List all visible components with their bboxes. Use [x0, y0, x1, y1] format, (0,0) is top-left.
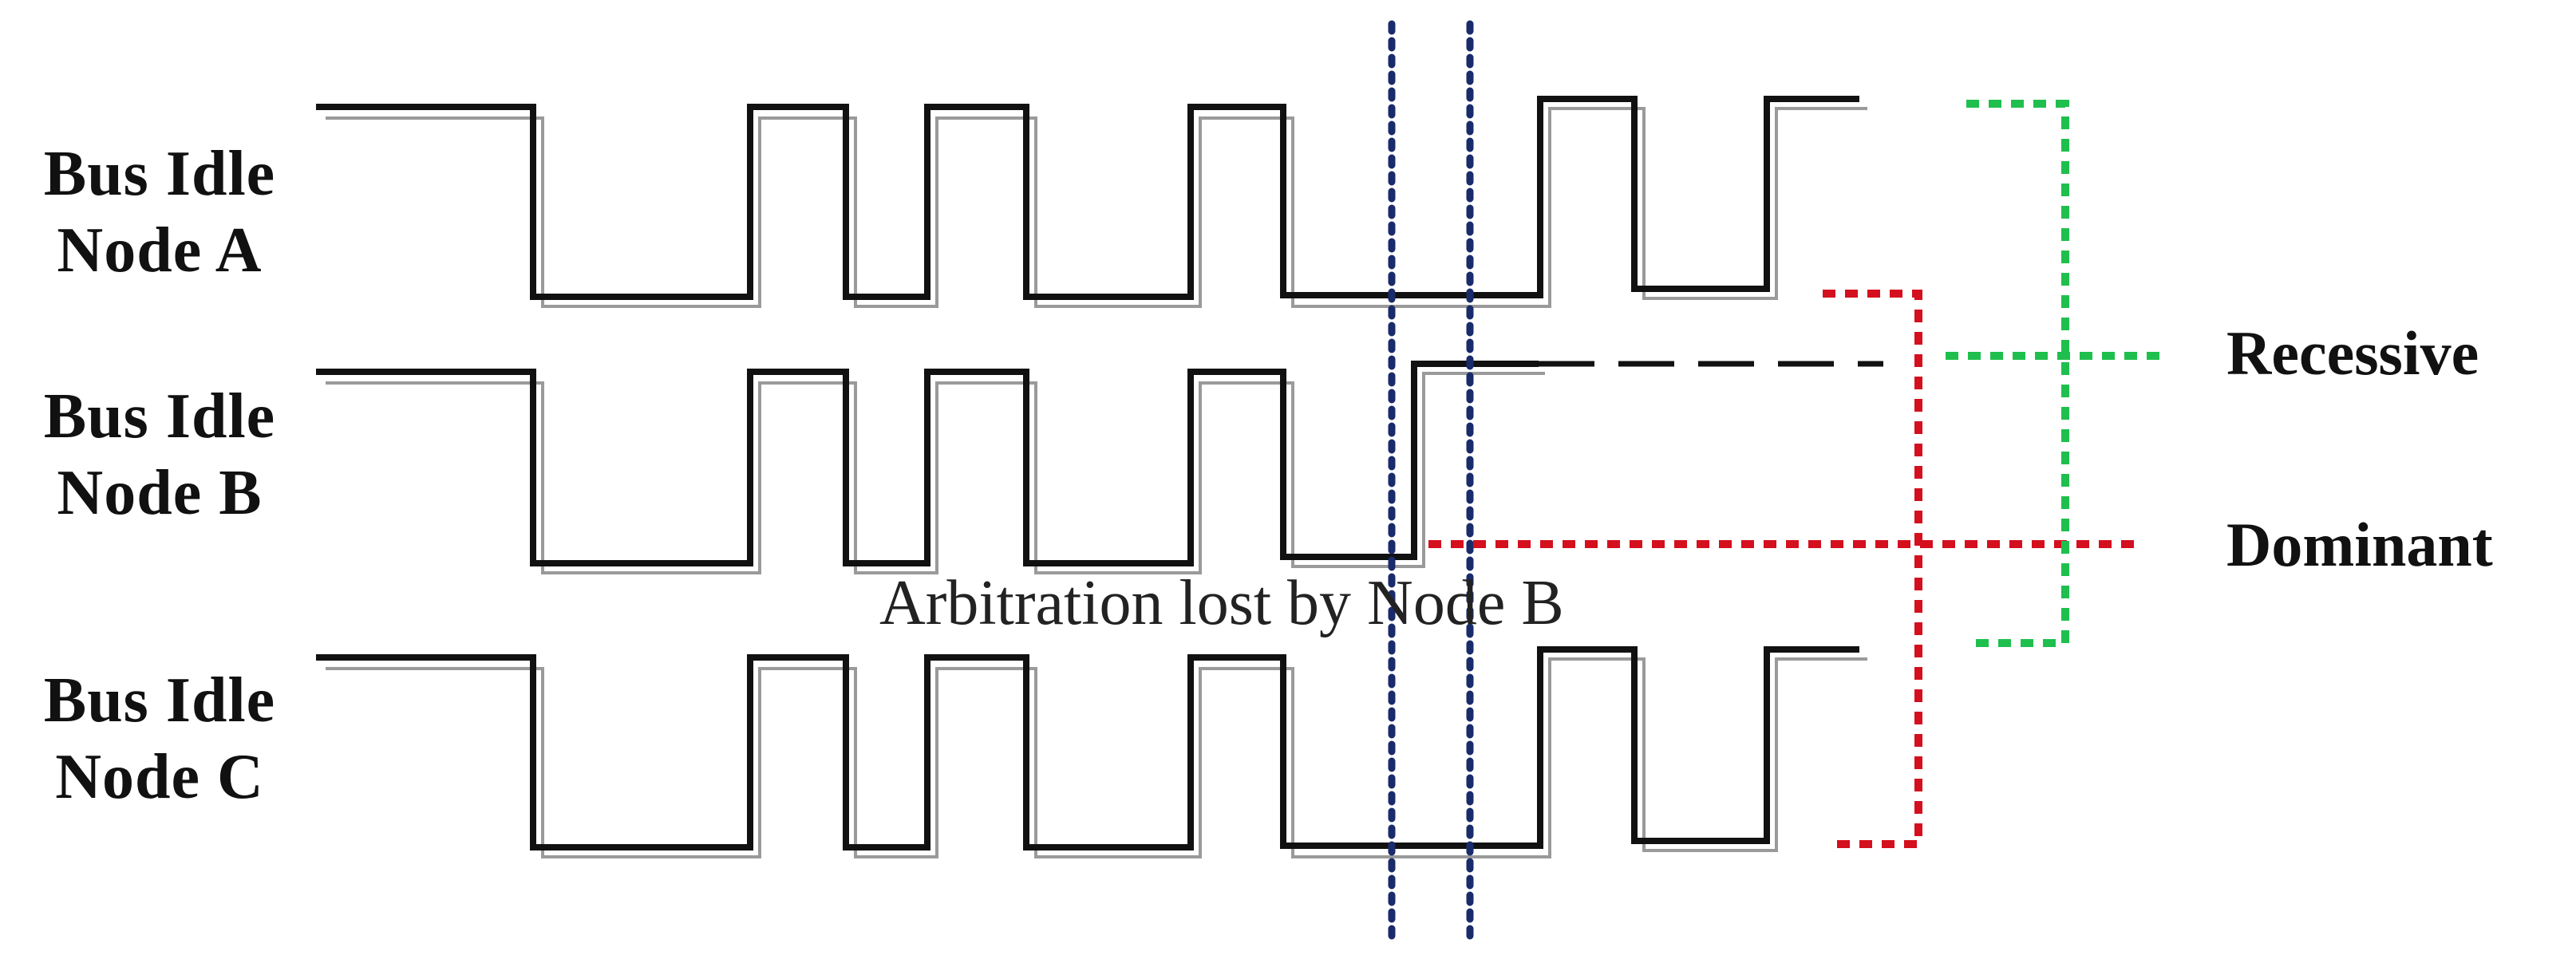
recessive-label: Recessive	[2226, 318, 2479, 388]
node-b-waveform-shadow	[326, 372, 1545, 574]
node-b-label-line2: Node B	[57, 458, 263, 528]
node-c-waveform-shadow	[326, 657, 1867, 858]
node-a-waveform-shadow	[326, 107, 1867, 308]
node-a-label-line1: Bus Idle	[43, 139, 276, 209]
node-b-waveform	[316, 361, 1539, 566]
node-b-label: Bus Idle Node B	[24, 385, 295, 525]
node-a-label: Bus Idle Node A	[24, 142, 295, 282]
dominant-bracket	[1823, 290, 1922, 848]
node-c-label: Bus Idle Node C	[24, 669, 295, 809]
arbitration-caption: Arbitration lost by Node B	[879, 568, 1564, 638]
node-c-label-line1: Bus Idle	[43, 665, 276, 736]
node-a-label-line2: Node A	[57, 215, 263, 286]
recessive-bracket	[1966, 100, 2069, 647]
node-c-waveform	[316, 646, 1859, 850]
dominant-label: Dominant	[2226, 510, 2493, 579]
node-a-waveform	[316, 96, 1859, 300]
node-c-label-line2: Node C	[55, 742, 264, 812]
node-b-label-line1: Bus Idle	[43, 381, 276, 452]
